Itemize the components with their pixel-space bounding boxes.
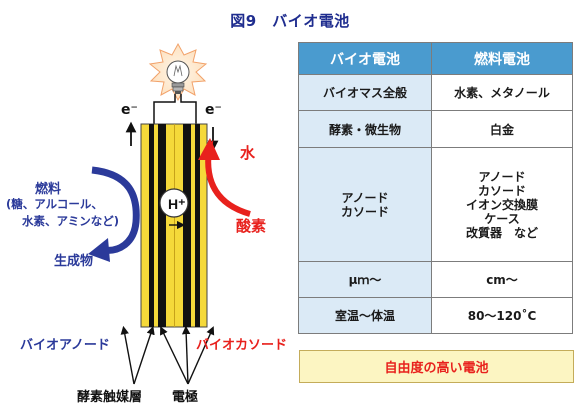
water-arrowhead xyxy=(198,138,220,160)
cathode-catalyst-strip xyxy=(195,124,200,327)
table-row: 室温～体温 80～120˚C xyxy=(298,297,573,334)
catalyst-layer-label: 酵素触媒層 xyxy=(77,390,143,405)
anode-catalyst-strip xyxy=(149,124,154,327)
header-fuel-cell: 燃料電池 xyxy=(431,42,573,75)
fuel-detail-1: (糖、アルコール、 xyxy=(6,197,103,211)
cathode-electrode-strip xyxy=(183,124,191,327)
table-cell: 室温～体温 xyxy=(298,297,432,334)
table-row: バイオマス全般 水素、メタノール xyxy=(298,74,573,111)
fuel-label: 燃料 xyxy=(35,182,62,197)
table-cell: アノード カソード イオン交換膜 ケース 改質器 など xyxy=(431,147,573,262)
page-title: 図9 バイオ電池 xyxy=(230,12,350,30)
table-cell: 水素、メタノール xyxy=(431,74,573,111)
summary-banner: 自由度の高い電池 xyxy=(299,350,574,383)
proton-circle xyxy=(159,188,189,218)
product-arrowhead xyxy=(88,238,110,262)
comparison-table: バイオ電池 燃料電池 バイオマス全般 水素、メタノール 酵素・微生物 白金 アノ… xyxy=(298,42,573,334)
table-cell: 白金 xyxy=(431,110,573,148)
product-label: 生成物 xyxy=(54,254,94,269)
electrode-label: 電極 xyxy=(172,390,199,405)
bio-anode-label: バイオアノード xyxy=(20,338,110,353)
oxygen-label: 酸素 xyxy=(236,217,267,235)
water-label: 水 xyxy=(240,144,256,162)
bio-battery-diagram: H⁺ xyxy=(88,42,251,385)
table-row: 酵素・微生物 白金 xyxy=(298,110,573,148)
table-cell: バイオマス全般 xyxy=(298,74,432,111)
bio-cathode-label: バイオカソード xyxy=(196,338,288,353)
fuel-detail-2: 水素、アミンなど) xyxy=(22,214,120,228)
fuel-product-arrow xyxy=(91,166,140,254)
wire-right xyxy=(180,94,197,124)
table-row: μｍ～ cm～ xyxy=(298,261,573,298)
table-cell: cm～ xyxy=(431,261,573,298)
table-cell: 酵素・微生物 xyxy=(298,110,432,148)
header-bio-battery: バイオ電池 xyxy=(298,42,432,75)
table-row: アノード カソード アノード カソード イオン交換膜 ケース 改質器 など xyxy=(298,147,573,262)
electron-label-right: e⁻ xyxy=(205,102,222,118)
anode-electrode-strip xyxy=(158,124,166,327)
table-cell: アノード カソード xyxy=(298,147,432,262)
table-header-row: バイオ電池 燃料電池 xyxy=(298,42,573,75)
light-bulb-icon xyxy=(148,42,208,102)
electron-label-left: e⁻ xyxy=(121,102,138,118)
wire-left xyxy=(153,94,176,124)
proton-label: H⁺ xyxy=(168,196,186,212)
table-cell: 80～120˚C xyxy=(431,297,573,334)
table-cell: μｍ～ xyxy=(298,261,432,298)
